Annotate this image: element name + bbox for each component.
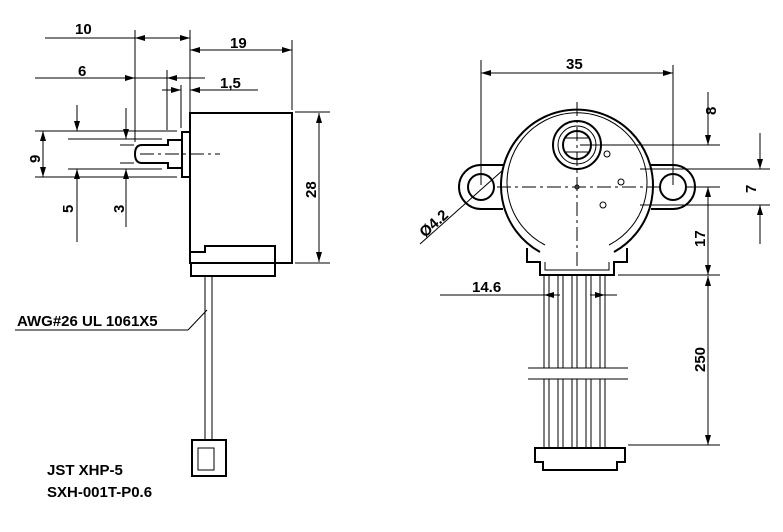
shaft	[133, 139, 182, 169]
connector-label-2: SXH-001T-P0.6	[47, 484, 152, 501]
dim-6-label: 6	[78, 63, 86, 80]
motor-body-side	[189, 112, 293, 264]
dim-17-label: 17	[692, 230, 709, 247]
dim-19-label: 19	[230, 35, 247, 52]
wire-label: AWG#26 UL 1061X5	[17, 313, 158, 330]
dim-hole-label: Ø4.2	[416, 207, 452, 241]
front-view: 35 8 7 17 250 Ø4.2 14.6	[416, 56, 770, 471]
dim-5-label: 5	[60, 205, 77, 213]
dim-250-label: 250	[692, 347, 709, 372]
dim-1-5-label: 1,5	[220, 75, 241, 92]
dim-9-label: 9	[27, 155, 44, 163]
wire-housing-side	[190, 245, 276, 277]
side-view: 10 19 6 1,5 9 5 3 28 AWG#26 UL 1061X5 JS…	[15, 21, 330, 501]
dim-10-label: 10	[75, 21, 92, 38]
dim-3-label: 3	[111, 205, 128, 213]
dim-7-label: 7	[743, 185, 760, 193]
dim-14-6-label: 14.6	[472, 279, 501, 296]
jst-connector-front	[534, 447, 626, 471]
dim-8-label: 8	[703, 107, 720, 115]
jst-connector-side	[191, 439, 227, 477]
connector-label-1: JST XHP-5	[47, 462, 123, 479]
dim-28-label: 28	[303, 181, 320, 198]
ribbon-wires	[528, 275, 628, 448]
dim-35-label: 35	[566, 56, 583, 73]
